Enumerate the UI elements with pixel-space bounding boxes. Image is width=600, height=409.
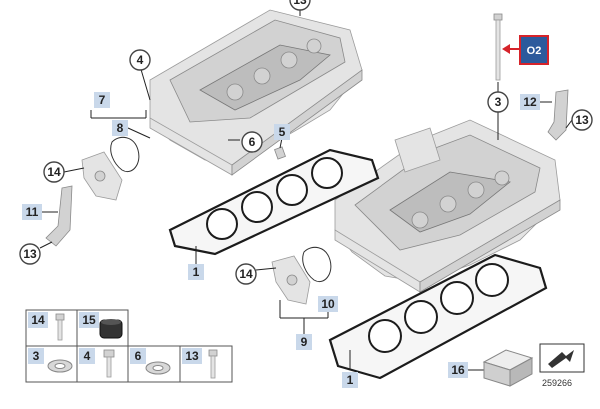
callout-11: 11 xyxy=(22,204,42,220)
highlight-badge: O2 xyxy=(502,35,549,65)
callout-4: 4 xyxy=(129,49,151,71)
callout-10: 10 xyxy=(318,296,338,312)
svg-text:4: 4 xyxy=(137,53,144,67)
svg-text:6: 6 xyxy=(249,135,256,149)
coolant-flange-left xyxy=(81,136,140,201)
head-gasket-lower xyxy=(328,253,548,380)
leader-lines xyxy=(39,8,573,370)
bracket-right xyxy=(547,89,569,141)
callout-13-right: 13 xyxy=(571,109,593,131)
svg-text:9: 9 xyxy=(301,335,308,349)
svg-text:12: 12 xyxy=(523,95,537,109)
svg-text:4: 4 xyxy=(84,349,91,363)
callout-13-left: 13 xyxy=(19,243,41,265)
svg-text:1: 1 xyxy=(347,373,354,387)
legend-cell-4: 4 xyxy=(79,348,115,378)
head-bolt xyxy=(493,13,503,81)
callout-16: 16 xyxy=(448,362,468,378)
callout-8: 8 xyxy=(112,120,128,136)
svg-text:13: 13 xyxy=(185,349,199,363)
legend-cell-13: 13 xyxy=(182,348,218,379)
svg-text:5: 5 xyxy=(279,125,286,139)
legend-cell-15: 15 xyxy=(79,312,123,339)
svg-text:14: 14 xyxy=(31,313,45,327)
callout-5: 5 xyxy=(274,124,290,140)
callout-14-right: 14 xyxy=(235,263,257,285)
svg-text:7: 7 xyxy=(99,93,106,107)
svg-text:14: 14 xyxy=(47,165,61,179)
upper-cylinder-head xyxy=(149,9,363,176)
svg-text:1: 1 xyxy=(193,265,200,279)
callout-13-top: 13 xyxy=(289,0,311,11)
callout-6: 6 xyxy=(241,131,263,153)
reference-number: 259266 xyxy=(542,378,572,388)
callout-7: 7 xyxy=(94,92,110,108)
bracket-left xyxy=(45,185,73,247)
callout-12: 12 xyxy=(520,94,540,110)
badge-label: O2 xyxy=(527,45,542,57)
svg-text:6: 6 xyxy=(135,349,142,363)
svg-text:16: 16 xyxy=(451,363,465,377)
svg-text:3: 3 xyxy=(33,349,40,363)
coolant-flange-right xyxy=(271,246,332,305)
svg-text:11: 11 xyxy=(26,205,39,219)
svg-text:13: 13 xyxy=(575,113,589,127)
svg-text:15: 15 xyxy=(82,313,96,327)
callout-3: 3 xyxy=(487,91,509,113)
head-gasket-upper xyxy=(168,148,380,256)
callout-9: 9 xyxy=(296,334,312,350)
gasket-kit-box xyxy=(482,349,534,387)
legend-cell-14: 14 xyxy=(28,312,65,341)
svg-text:13: 13 xyxy=(293,0,307,7)
callout-1-lower: 1 xyxy=(342,372,358,388)
lower-cylinder-head xyxy=(334,119,561,293)
svg-text:14: 14 xyxy=(239,267,253,281)
small-bolt xyxy=(274,146,286,160)
legend-cell-6: 6 xyxy=(130,348,171,375)
svg-text:3: 3 xyxy=(495,95,502,109)
reference-symbol xyxy=(539,343,585,373)
callout-14-left: 14 xyxy=(43,161,65,183)
svg-text:8: 8 xyxy=(117,121,124,135)
svg-text:13: 13 xyxy=(23,247,37,261)
callout-1-upper: 1 xyxy=(188,264,204,280)
legend-cell-3: 3 xyxy=(28,348,73,373)
parts-legend-table: 14 15 3 4 6 13 xyxy=(25,309,233,383)
svg-text:10: 10 xyxy=(321,297,335,311)
